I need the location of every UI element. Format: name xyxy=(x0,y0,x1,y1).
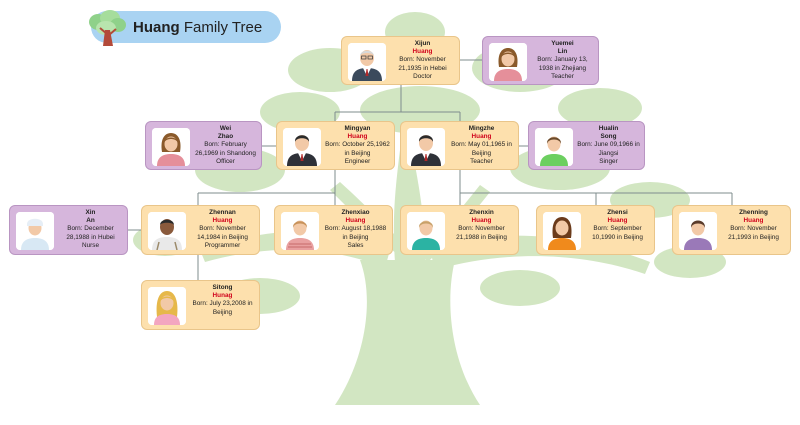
person-card-hualin[interactable]: Hualin Song Born: June 09,1966 in Jiangs… xyxy=(528,121,645,170)
surname: Huang xyxy=(471,133,492,141)
first-name: Xijun xyxy=(414,40,431,47)
surname: Huang xyxy=(345,217,366,225)
born-text: Born: November 21,1935 in Hebei xyxy=(398,56,447,72)
woman-avatar-icon xyxy=(152,128,190,166)
born-text: Born: September 10,1990 in Beijing xyxy=(592,225,643,241)
person-card-wei[interactable]: Wei Zhao Born: February 26,1969 in Shand… xyxy=(145,121,262,170)
tree-logo-icon xyxy=(89,10,126,46)
occupation: Teacher xyxy=(470,157,493,165)
first-name: Wei xyxy=(219,125,232,132)
first-name: Zhenning xyxy=(739,209,768,216)
occupation: Teacher xyxy=(551,72,574,80)
person-card-mingzhe[interactable]: Mingzhe Huang Born: May 01,1965 in Beiji… xyxy=(400,121,519,170)
first-name: Zhenxiao xyxy=(341,209,370,216)
girl-avatar-icon xyxy=(148,287,186,325)
man-avatar-icon xyxy=(148,212,186,250)
title-surname: Huang xyxy=(133,19,180,36)
born-text: Born: January 13, 1938 in Zhejiang xyxy=(537,56,588,72)
born-text: Born: August 18,1988 in Beijing xyxy=(324,225,387,241)
person-card-zhennan[interactable]: Zhennan Huang Born: November 14,1984 in … xyxy=(141,205,260,255)
person-card-xin[interactable]: Xin An Born: December 28,1988 in Hubei N… xyxy=(9,205,128,255)
surname: An xyxy=(86,217,95,225)
person-card-zhenxiao[interactable]: Zhenxiao Huang Born: August 18,1988 in B… xyxy=(274,205,393,255)
born-text: Born: December 28,1988 in Hubei xyxy=(66,225,115,241)
surname: Zhao xyxy=(217,133,234,141)
woman-avatar-icon xyxy=(489,43,527,81)
first-name: Mingzhe xyxy=(468,125,495,132)
first-name: Yuemei xyxy=(551,40,574,47)
surname: Song xyxy=(600,133,617,141)
first-name: Sitong xyxy=(212,284,233,291)
surname: Lin xyxy=(557,48,568,56)
surname: Huang xyxy=(471,217,492,225)
woman-avatar-icon xyxy=(407,212,445,250)
surname: Huang xyxy=(743,217,764,225)
occupation: Doctor xyxy=(413,72,432,80)
born-text: Born: February 26,1969 in Shandong xyxy=(195,141,256,157)
first-name: Zhensi xyxy=(607,209,628,216)
page-title: Huang Family Tree xyxy=(133,19,262,36)
occupation: Singer xyxy=(599,157,618,165)
nurse-avatar-icon xyxy=(16,212,54,250)
surname: Huang xyxy=(347,133,368,141)
born-text: Born: May 01,1965 in Beijing xyxy=(451,141,512,157)
surname: Huang xyxy=(412,48,433,56)
person-card-zhenxin[interactable]: Zhenxin Huang Born: November 21,1988 in … xyxy=(400,205,519,255)
man-suit-avatar-icon xyxy=(407,128,445,166)
first-name: Mingyan xyxy=(344,125,371,132)
woman-avatar-icon xyxy=(543,212,581,250)
occupation: Nurse xyxy=(81,241,100,249)
woman-avatar-icon xyxy=(535,128,573,166)
surname: Hunag xyxy=(212,292,233,300)
first-name: Zhenxin xyxy=(469,209,494,216)
title-rest: Family Tree xyxy=(179,19,263,36)
man-suit-avatar-icon xyxy=(283,128,321,166)
born-text: Born: November 21,1993 in Beijing xyxy=(728,225,779,241)
first-name: Hualin xyxy=(598,125,619,132)
person-card-zhenning[interactable]: Zhenning Huang Born: November 21,1993 in… xyxy=(672,205,791,255)
born-text: Born: November 21,1988 in Beijing xyxy=(456,225,507,241)
first-name: Xin xyxy=(85,209,96,216)
person-card-sitong[interactable]: Sitong Hunag Born: July 23,2008 in Beiji… xyxy=(141,280,260,330)
surname: Huang xyxy=(607,217,628,225)
surname: Huang xyxy=(212,217,233,225)
old-man-avatar-icon xyxy=(348,43,386,81)
born-text: Born: October 25,1962 in Beijing xyxy=(325,141,390,157)
person-card-zhensi[interactable]: Zhensi Huang Born: September 10,1990 in … xyxy=(536,205,655,255)
occupation: Sales xyxy=(347,241,364,249)
person-card-yuemei[interactable]: Yuemei Lin Born: January 13, 1938 in Zhe… xyxy=(482,36,599,85)
woman-avatar-icon xyxy=(281,212,319,250)
woman-avatar-icon xyxy=(679,212,717,250)
occupation: Programmer xyxy=(204,241,241,249)
occupation: Engineer xyxy=(344,157,371,165)
born-text: Born: November 14,1984 in Beijing xyxy=(197,225,248,241)
person-card-mingyan[interactable]: Mingyan Huang Born: October 25,1962 in B… xyxy=(276,121,395,170)
person-card-xijun[interactable]: Xijun Huang Born: November 21,1935 in He… xyxy=(341,36,460,85)
born-text: Born: July 23,2008 in Beijing xyxy=(192,300,253,316)
born-text: Born: June 09,1966 in Jiangsi xyxy=(577,141,640,157)
first-name: Zhennan xyxy=(209,209,236,216)
occupation: Officer xyxy=(216,157,235,165)
